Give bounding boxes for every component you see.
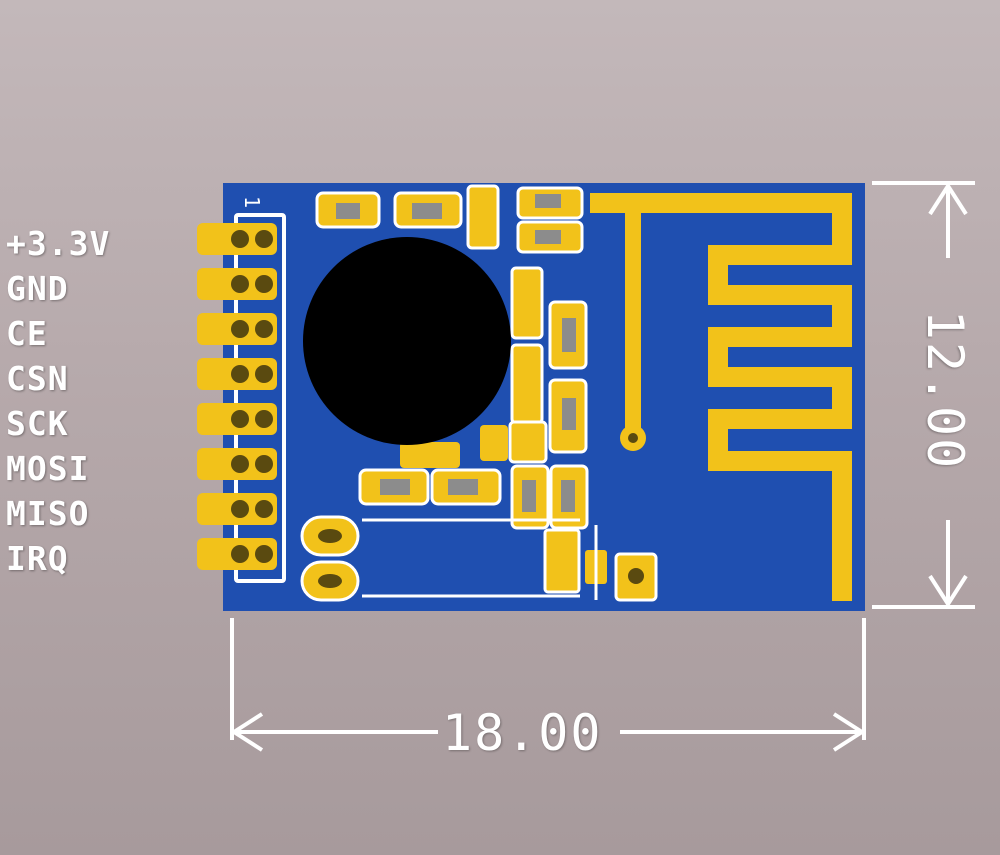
pin-label-mosi: MOSI xyxy=(6,449,90,488)
pin-header-outline xyxy=(234,213,286,583)
pin-label-sck: SCK xyxy=(6,404,69,443)
pin-label-csn: CSN xyxy=(6,359,69,398)
crystal-pads xyxy=(300,515,580,602)
pin-label-ce: CE xyxy=(6,314,48,353)
pin-pad-2 xyxy=(197,268,277,300)
pin-label-vcc: +3.3V xyxy=(6,224,111,263)
pin-pad-6 xyxy=(197,448,277,480)
rf-feed-pads xyxy=(543,525,658,602)
pin-pad-8 xyxy=(197,538,277,570)
pin-label-miso: MISO xyxy=(6,494,90,533)
smd-components xyxy=(315,184,589,530)
dimension-width xyxy=(230,618,866,752)
pin-header-pads xyxy=(197,223,277,570)
main-chip xyxy=(303,237,511,445)
antenna-via xyxy=(628,433,638,443)
pcb-antenna xyxy=(590,193,852,601)
pin-pad-7 xyxy=(197,493,277,525)
dimension-height-label: 12.00 xyxy=(916,309,974,471)
dimension-height xyxy=(872,181,975,609)
pin-label-gnd: GND xyxy=(6,269,69,308)
pin-pad-1 xyxy=(197,223,277,255)
pin-pad-4 xyxy=(197,358,277,390)
pin1-marker: 1 xyxy=(240,195,265,209)
pin-pad-3 xyxy=(197,313,277,345)
pin-label-irq: IRQ xyxy=(6,539,69,578)
pin-pad-5 xyxy=(197,403,277,435)
dimension-width-label: 18.00 xyxy=(442,704,603,762)
